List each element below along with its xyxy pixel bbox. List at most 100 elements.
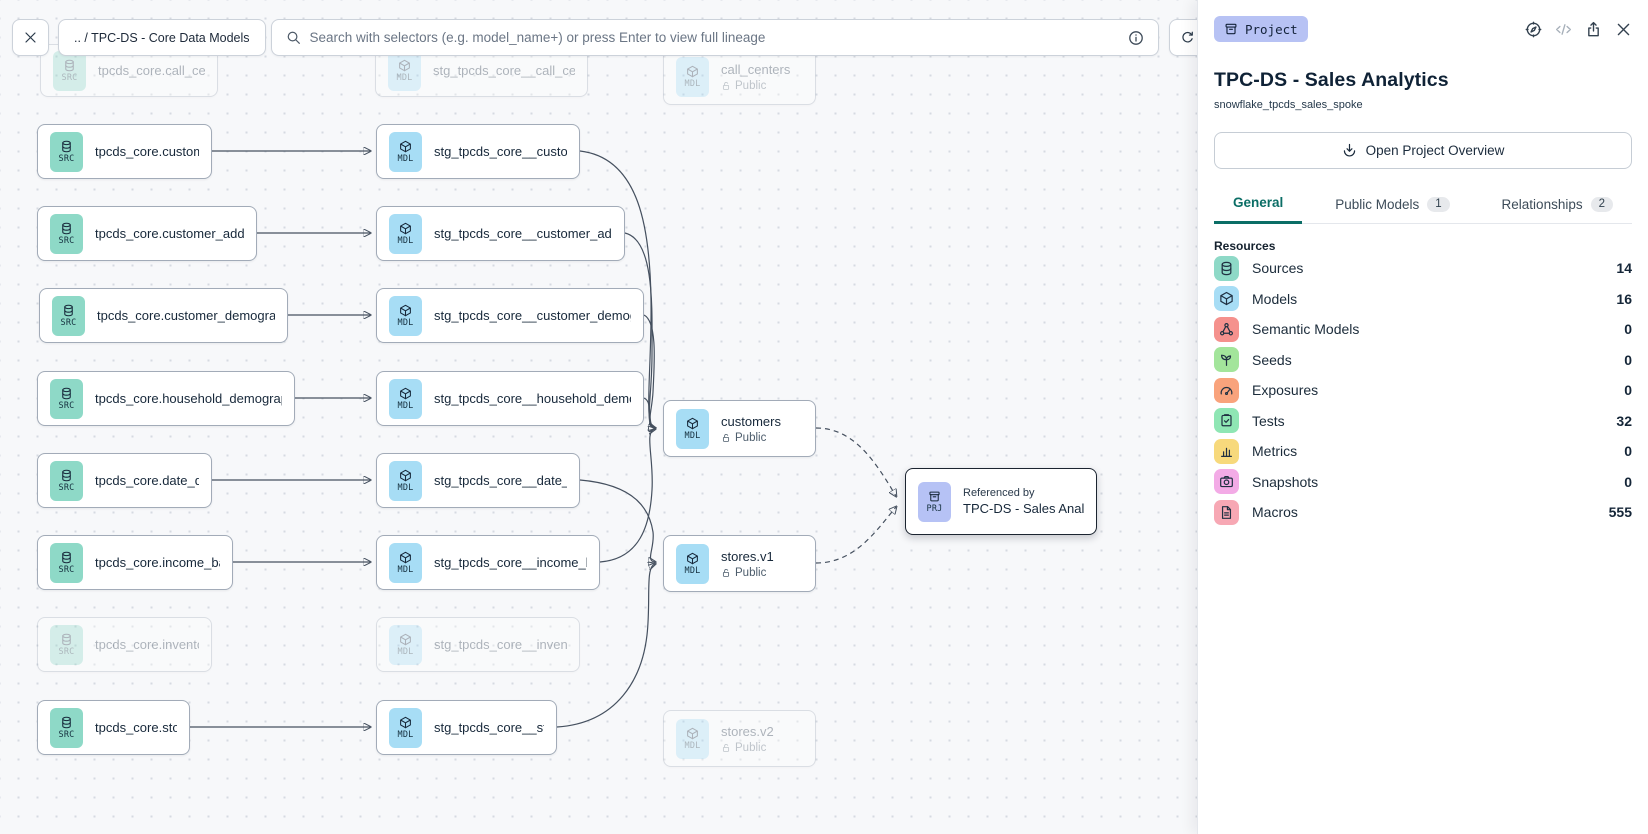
cube-icon bbox=[686, 65, 699, 78]
cube-icon bbox=[399, 387, 412, 400]
resource-count: 0 bbox=[1624, 382, 1632, 399]
src-type-badge: SRC bbox=[50, 213, 83, 254]
lineage-node-src-date-dim[interactable]: SRC tpcds_core.date_dim bbox=[37, 453, 212, 508]
search-input[interactable] bbox=[309, 30, 1128, 45]
tab-public-models[interactable]: Public Models 1 bbox=[1316, 186, 1468, 224]
lineage-canvas[interactable]: SRCtpcds_core.call_centerMDLstg_tpcds_co… bbox=[0, 0, 1206, 834]
resource-count: 32 bbox=[1616, 412, 1632, 429]
node-label: TPC-DS - Sales Analytics bbox=[963, 501, 1084, 516]
share-icon bbox=[1585, 21, 1602, 38]
compass-icon bbox=[1525, 21, 1542, 38]
lineage-node-src-customer-address[interactable]: SRC tpcds_core.customer_address bbox=[37, 206, 257, 261]
lineage-node-src-store[interactable]: SRC tpcds_core.store bbox=[37, 700, 190, 755]
node-label: stg_tpcds_core__inventory bbox=[434, 637, 567, 652]
node-label: stg_tpcds_core__customer_address bbox=[434, 226, 612, 241]
project-title: TPC-DS - Sales Analytics bbox=[1214, 69, 1449, 91]
close-icon bbox=[23, 30, 38, 45]
node-label: stg_tpcds_core__household_demogr... bbox=[434, 391, 631, 406]
src-type-badge: SRC bbox=[50, 460, 83, 501]
resource-row-exposures: Exposures 0 bbox=[1214, 375, 1632, 406]
close-panel-button[interactable] bbox=[1615, 21, 1632, 38]
database-icon bbox=[60, 387, 73, 400]
unlock-icon bbox=[721, 81, 731, 91]
node-label: tpcds_core.store bbox=[95, 720, 177, 735]
share-button[interactable] bbox=[1585, 21, 1602, 38]
tab-label: Public Models bbox=[1335, 196, 1420, 212]
node-label: call_centers bbox=[721, 61, 791, 77]
mdl-type-badge: MDL bbox=[676, 56, 709, 97]
mdl-type-badge: MDL bbox=[389, 542, 422, 583]
gauge-icon bbox=[1214, 377, 1239, 403]
database-icon bbox=[60, 551, 73, 564]
node-label: tpcds_core.customer_address bbox=[95, 226, 244, 241]
cube-icon bbox=[399, 716, 412, 729]
src-type-badge: SRC bbox=[52, 295, 85, 336]
src-type-badge: SRC bbox=[50, 624, 83, 665]
lineage-node-mdl-stg-customer-demographics[interactable]: MDLstg_tpcds_core__customer_demogra... bbox=[376, 288, 644, 343]
resource-label: Exposures bbox=[1252, 382, 1319, 399]
node-label: stores.v2 bbox=[721, 723, 774, 739]
resource-label: Metrics bbox=[1252, 443, 1298, 460]
lineage-node-mdl-stg-household-demographics[interactable]: MDL stg_tpcds_core__household_demogr... bbox=[376, 371, 644, 426]
node-label: stg_tpcds_core__date_dim bbox=[434, 473, 567, 488]
code-button[interactable] bbox=[1555, 21, 1572, 38]
mdl-type-badge: MDL bbox=[388, 50, 421, 91]
search-icon bbox=[286, 30, 301, 45]
unlock-icon bbox=[721, 743, 731, 753]
cube-icon bbox=[398, 59, 411, 72]
cube-icon bbox=[399, 222, 412, 235]
lineage-toolbar: .. / TPC-DS - Core Data Models bbox=[0, 19, 1206, 56]
tab-label: Relationships bbox=[1501, 196, 1583, 212]
bar-chart-icon bbox=[1214, 438, 1239, 464]
mdl-type-badge: MDL bbox=[676, 408, 709, 449]
unlock-icon bbox=[721, 433, 731, 443]
src-type-badge: SRC bbox=[50, 131, 83, 172]
tab-relationships[interactable]: Relationships 2 bbox=[1483, 186, 1632, 224]
tab-general[interactable]: General bbox=[1214, 186, 1303, 224]
project-subtitle: snowflake_tpcds_sales_spoke bbox=[1214, 99, 1363, 111]
mdl-type-badge: MDL bbox=[676, 718, 709, 759]
compass-button[interactable] bbox=[1525, 21, 1542, 38]
open-project-overview-button[interactable]: Open Project Overview bbox=[1214, 132, 1632, 169]
close-lineage-button[interactable] bbox=[12, 19, 49, 56]
database-icon bbox=[60, 633, 73, 646]
search-bar bbox=[270, 19, 1159, 56]
info-icon[interactable] bbox=[1128, 30, 1144, 46]
node-label: stg_tpcds_core__customer_demogra... bbox=[434, 308, 631, 323]
refresh-icon bbox=[1180, 30, 1195, 45]
mdl-type-badge: MDL bbox=[389, 378, 422, 419]
code-icon bbox=[1555, 21, 1572, 38]
semantic-graph-icon bbox=[1214, 316, 1239, 342]
tab-count-badge: 1 bbox=[1427, 196, 1450, 212]
panel-actions bbox=[1525, 21, 1632, 38]
tab-label: General bbox=[1233, 195, 1284, 210]
src-type-badge: SRC bbox=[50, 707, 83, 748]
open-project-overview-label: Open Project Overview bbox=[1365, 143, 1505, 158]
cube-icon bbox=[399, 469, 412, 482]
node-label: tpcds_core.date_dim bbox=[95, 473, 199, 488]
resource-count: 0 bbox=[1624, 351, 1632, 368]
breadcrumb-label: .. / TPC-DS - Core Data Models bbox=[74, 30, 250, 45]
breadcrumb[interactable]: .. / TPC-DS - Core Data Models bbox=[58, 19, 266, 56]
tab-count-badge: 2 bbox=[1590, 196, 1613, 212]
node-label: tpcds_core.household_demographics bbox=[95, 391, 282, 406]
